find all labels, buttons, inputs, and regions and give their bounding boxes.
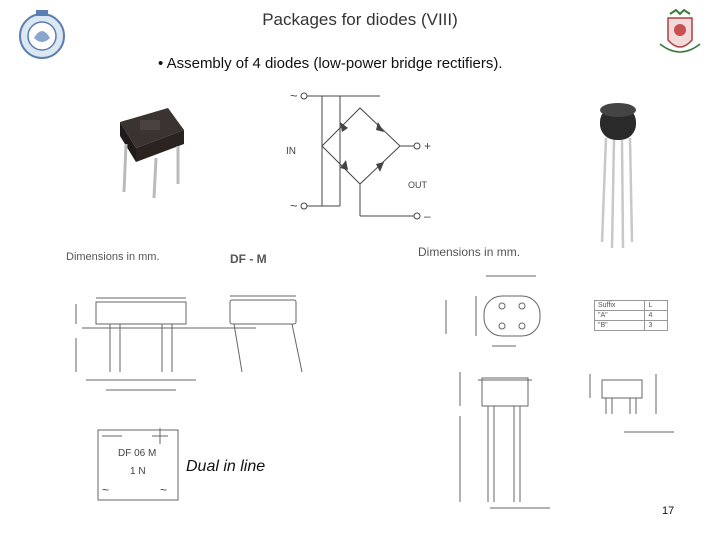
table-cell: 4 — [644, 310, 668, 321]
dip-bridge-photo — [120, 108, 184, 199]
minus-symbol: – — [424, 209, 431, 223]
round-bridge-side-view-short — [589, 374, 674, 433]
slide-title: Packages for diodes (VIII) — [262, 10, 458, 29]
table-header-suffix: Suffix — [593, 300, 646, 311]
coat-of-arms-icon — [659, 8, 701, 53]
round-bridge-top-view — [445, 275, 541, 347]
dip-side-view-drawing — [75, 295, 303, 391]
table-cell: "A" — [593, 310, 646, 321]
marking-line-2: 1 N — [130, 466, 146, 477]
suffix-table: Suffix L "A" 4 "B" 3 — [593, 300, 668, 331]
dimensions-label-left: Dimensions in mm. — [66, 251, 160, 263]
dimensions-label-right: Dimensions in mm. — [418, 245, 521, 259]
bullet-text: • Assembly of 4 diodes (low-power bridge… — [158, 55, 503, 72]
table-cell: 3 — [644, 320, 668, 331]
out-label: OUT — [408, 180, 428, 190]
university-logo-left — [14, 6, 70, 62]
seal-icon — [19, 10, 65, 59]
table-row: "A" 4 — [593, 310, 668, 321]
round-bridge-photo — [600, 103, 636, 249]
ac-top-symbol: ~ — [290, 88, 298, 103]
round-bridge-side-view — [459, 372, 550, 509]
svg-text:~: ~ — [102, 483, 109, 497]
plus-symbol: + — [424, 139, 431, 153]
table-row: "B" 3 — [593, 320, 668, 331]
university-logo-right — [652, 8, 708, 60]
bridge-rectifier-schematic: ~ ~ IN OUT + – — [286, 88, 431, 223]
table-header-l: L — [644, 300, 668, 311]
in-label: IN — [286, 146, 296, 157]
dip-top-view-drawing: DF 06 M 1 N ~ ~ — [97, 428, 179, 501]
table-cell: "B" — [593, 320, 646, 331]
table-header-row: Suffix L — [593, 300, 668, 311]
ac-bottom-symbol: ~ — [290, 198, 298, 213]
package-name-label: DF - M — [230, 252, 267, 266]
page-number: 17 — [662, 505, 675, 517]
svg-text:~: ~ — [160, 483, 167, 497]
dual-in-line-label: Dual in line — [186, 458, 266, 475]
marking-line-1: DF 06 M — [118, 448, 156, 459]
